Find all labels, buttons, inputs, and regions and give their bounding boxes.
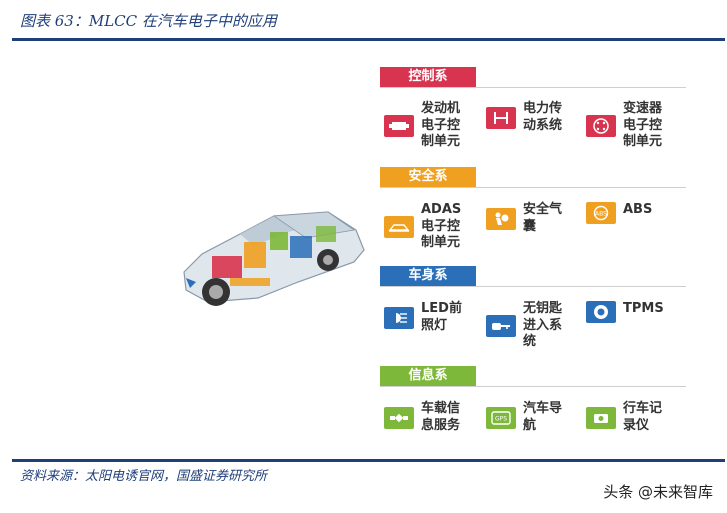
- item-gearbox-ecu: 变速器 电子控 制单元: [586, 101, 662, 151]
- item-telematics: 车载信 息服务: [384, 401, 460, 434]
- item-keyless-entry: 无钥匙 进入系 统: [486, 301, 562, 351]
- category-header-info: 信息系: [380, 366, 476, 386]
- item-led-headlight: LED前 照灯: [384, 301, 462, 334]
- top-rule: [12, 38, 725, 41]
- divider: [380, 187, 686, 188]
- category-header-control: 控制系: [380, 67, 476, 87]
- tire-icon: [586, 301, 616, 323]
- source-note: 资料来源：太阳电诱官网，国盛证券研究所: [20, 469, 268, 484]
- engine-icon: [384, 115, 414, 137]
- headlight-icon: [384, 307, 414, 329]
- item-engine-ecu: 发动机 电子控 制单元: [384, 101, 460, 151]
- gearbox-icon: [586, 115, 616, 137]
- bottom-rule: [12, 459, 725, 462]
- divider: [380, 386, 686, 387]
- key-icon: [486, 315, 516, 337]
- svg-text:ABS: ABS: [595, 211, 607, 218]
- item-airbag: 安全气 囊: [486, 202, 562, 235]
- item-adas-ecu: ADAS 电子控 制单元: [384, 202, 461, 252]
- item-dashcam: 行车记 录仪: [586, 401, 662, 434]
- figure-title: 图表 63：MLCC 在汽车电子中的应用: [20, 12, 277, 30]
- divider: [380, 87, 686, 88]
- watermark: 头条 @未来智库: [603, 483, 713, 501]
- category-header-safety: 安全系: [380, 167, 476, 187]
- satellite-icon: [384, 407, 414, 429]
- item-navigation: GPS 汽车导 航: [486, 401, 562, 434]
- airbag-icon: [486, 208, 516, 230]
- svg-text:GPS: GPS: [495, 416, 507, 423]
- item-abs: ABS ABS: [586, 202, 652, 224]
- divider: [380, 286, 686, 287]
- power-transmission-icon: [486, 107, 516, 129]
- item-tpms: TPMS: [586, 301, 664, 323]
- adas-car-icon: [384, 216, 414, 238]
- abs-icon: ABS: [586, 202, 616, 224]
- car-illustration: [183, 211, 365, 306]
- category-header-body: 车身系: [380, 266, 476, 286]
- gps-icon: GPS: [486, 407, 516, 429]
- item-power-transmission: 电力传 动系统: [486, 101, 562, 134]
- dashcam-icon: [586, 407, 616, 429]
